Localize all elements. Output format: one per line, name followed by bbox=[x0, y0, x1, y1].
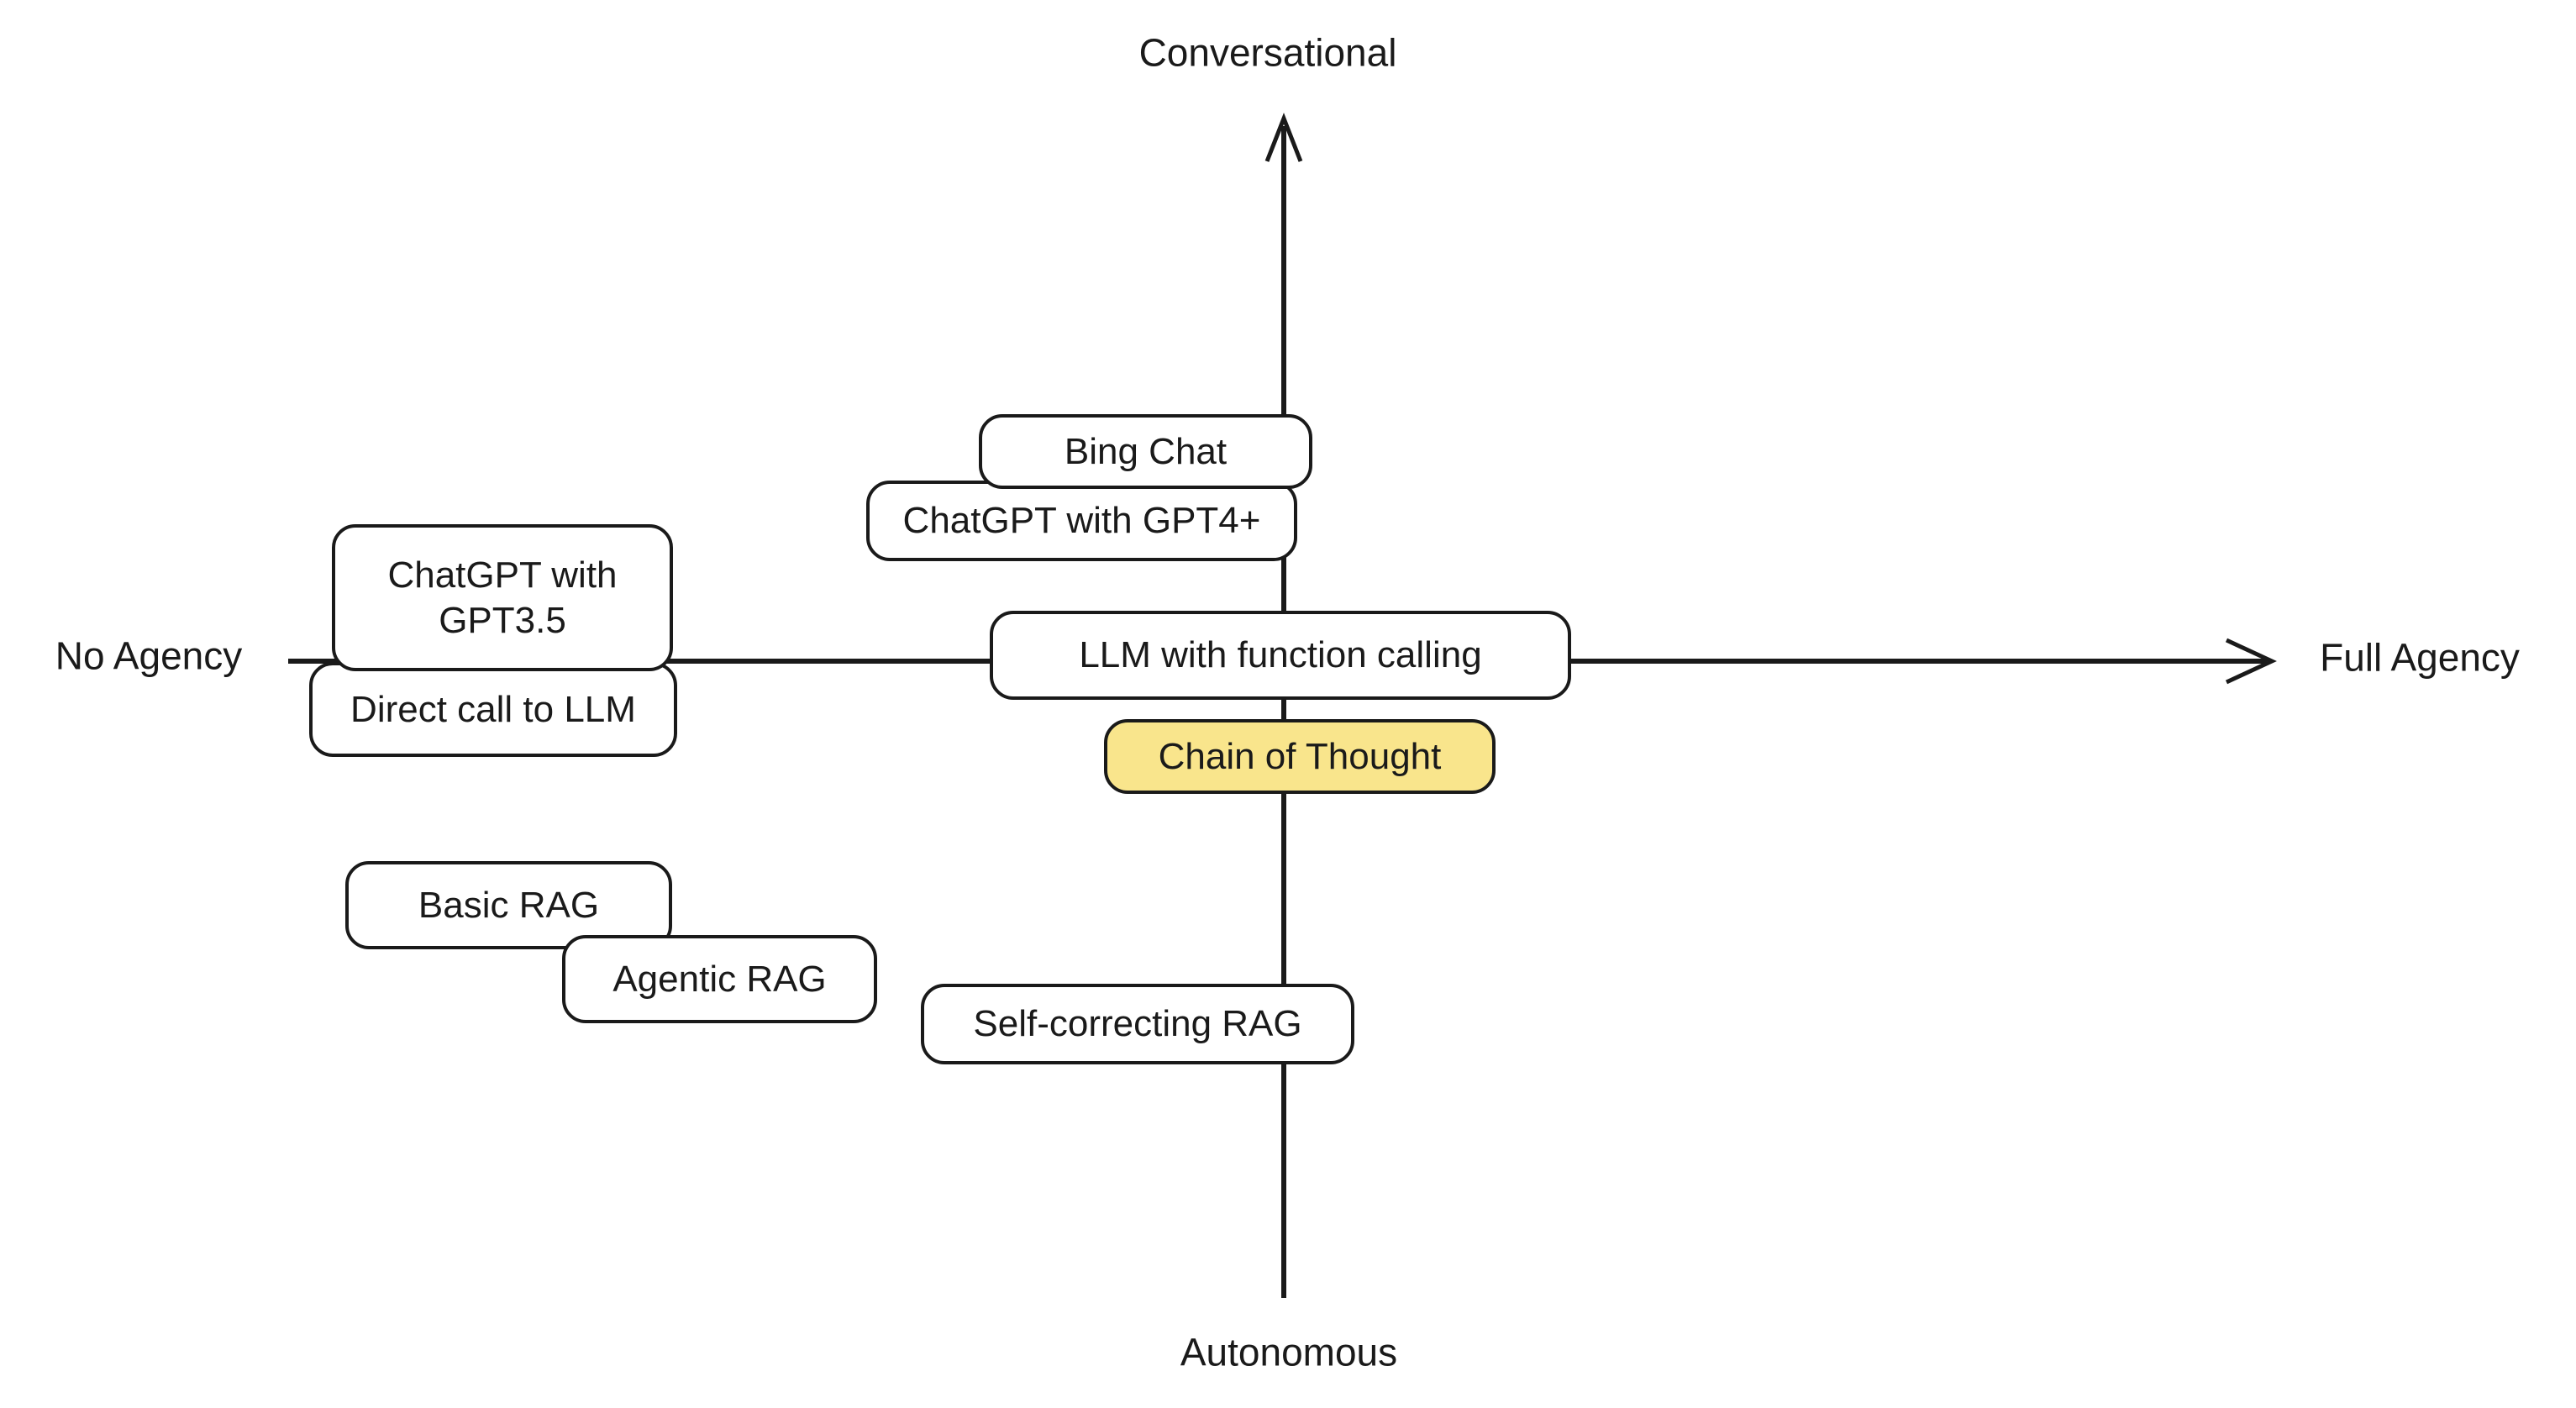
node-chatgpt-gpt35: ChatGPT with GPT3.5 bbox=[332, 524, 673, 671]
node-bing-chat: Bing Chat bbox=[979, 414, 1312, 489]
axis-label-no-agency: No Agency bbox=[55, 633, 243, 678]
node-self-correcting-rag: Self-correcting RAG bbox=[921, 984, 1354, 1064]
node-direct-call-to-llm: Direct call to LLM bbox=[309, 662, 677, 757]
node-chain-of-thought: Chain of Thought bbox=[1104, 719, 1496, 794]
node-basic-rag: Basic RAG bbox=[345, 861, 672, 949]
up-arrowhead-icon bbox=[1264, 113, 1303, 162]
node-agentic-rag: Agentic RAG bbox=[562, 935, 877, 1023]
right-arrowhead-icon bbox=[2225, 638, 2277, 685]
axis-label-full-agency: Full Agency bbox=[2320, 635, 2520, 680]
axis-label-autonomous: Autonomous bbox=[1180, 1330, 1398, 1374]
node-llm-with-function-calling: LLM with function calling bbox=[990, 611, 1571, 700]
node-chatgpt-gpt4: ChatGPT with GPT4+ bbox=[866, 481, 1297, 561]
axis-label-conversational: Conversational bbox=[1138, 30, 1397, 75]
